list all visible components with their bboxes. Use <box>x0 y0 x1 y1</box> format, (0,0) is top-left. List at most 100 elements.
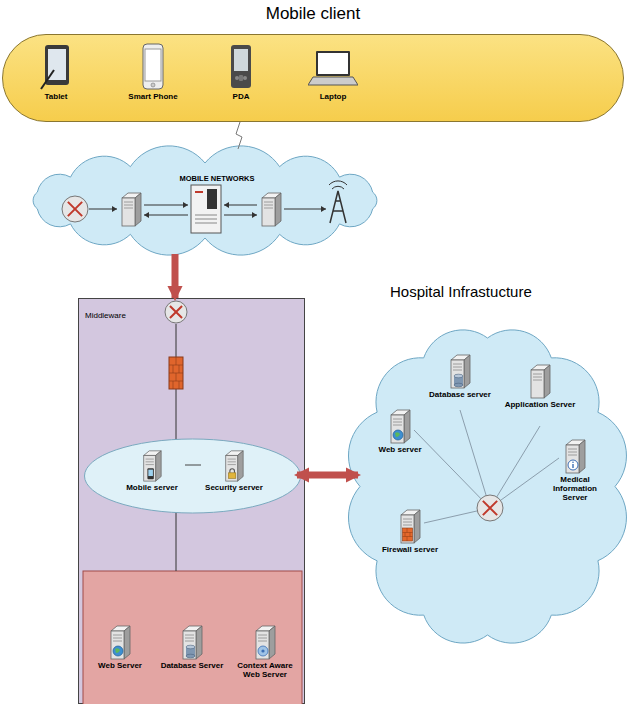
pda-icon-part <box>243 76 247 80</box>
middleware-inner-part <box>165 301 187 323</box>
server-node: Application Server <box>500 363 580 409</box>
server-icon-part <box>572 462 574 464</box>
icon-holder <box>365 408 435 444</box>
node-label: Laptop <box>293 92 373 101</box>
pda-icon-part <box>234 49 248 71</box>
group-heading: Hospital Infrastucture <box>390 283 532 300</box>
icon-holder <box>500 363 580 399</box>
icon-holder <box>211 43 271 91</box>
server-icon-part <box>256 631 269 659</box>
icon-holder <box>21 43 91 91</box>
server-icon-part <box>228 459 236 465</box>
server-icon-part <box>111 631 124 659</box>
laptop-icon-part <box>308 77 358 85</box>
smartphone-icon-part <box>151 83 155 87</box>
node-label: Security server <box>201 483 267 492</box>
server-icon-part <box>147 468 153 479</box>
server-icon-part <box>196 626 202 659</box>
cloud-shape-part <box>477 495 503 521</box>
server-node: Web Server <box>87 624 153 670</box>
hospital-cloud: Hospital InfrastuctureWeb serverDatabase… <box>340 318 635 655</box>
server-icon-part <box>403 528 413 541</box>
server-icon <box>388 408 412 444</box>
node-label: PDA <box>211 92 271 101</box>
server-icon-part <box>183 631 196 659</box>
cloud-shape-part <box>191 185 221 233</box>
icon-holder <box>293 43 373 91</box>
group-heading: Middleware <box>85 311 126 320</box>
cloud-shape-part <box>33 146 377 255</box>
server-icon <box>223 449 245 482</box>
icon-holder <box>420 353 500 389</box>
cloud-shape-part <box>414 410 559 523</box>
cloud-shape-part <box>321 206 326 212</box>
server-icon-part <box>226 455 238 481</box>
server-icon-part <box>403 519 412 525</box>
smartphone-icon <box>138 43 168 91</box>
cloud-shape-part <box>122 193 141 226</box>
server-node: Mobile server <box>119 449 185 492</box>
cloud-shape-part <box>330 191 346 223</box>
cloud-shape-part <box>275 193 281 226</box>
server-icon-part <box>113 646 123 656</box>
cloud-shape-part <box>144 212 149 218</box>
node-label: Smart Phone <box>115 92 191 101</box>
icon-holder <box>87 624 153 660</box>
server-node: Security server <box>201 449 267 492</box>
server-node: Medical Information Server <box>540 438 610 503</box>
group-heading: Mobile client <box>3 4 623 24</box>
tablet-icon-part <box>41 70 54 89</box>
server-icon-part <box>258 635 267 641</box>
node-label: Database Server <box>157 661 227 670</box>
cloud-shape <box>25 143 385 258</box>
server-icon-part <box>148 470 153 476</box>
pda-icon-part <box>239 75 243 81</box>
server-icon-part <box>115 648 120 653</box>
server-icon-part <box>533 374 542 380</box>
middleware-inner-part <box>165 301 187 323</box>
device: Tablet <box>21 43 91 101</box>
icon-holder <box>157 624 227 660</box>
cloud-shape-part <box>144 215 188 216</box>
server-icon-part <box>144 455 156 481</box>
server-icon-part <box>185 635 194 641</box>
cloud-shape-part <box>262 193 281 226</box>
server-icon <box>528 363 552 399</box>
client-band: Mobile clientTabletSmart PhonePDALaptop <box>2 34 624 122</box>
server-icon-part <box>454 383 463 387</box>
server-node: Database Server <box>157 624 227 670</box>
middleware-inner-part <box>85 439 301 513</box>
cloud-shape-part <box>122 198 135 226</box>
node-label: Medical Information Server <box>540 475 610 503</box>
cloud-shape-part <box>195 215 217 223</box>
server-icon-part <box>238 451 244 481</box>
server-icon-part <box>568 449 577 455</box>
cloud-shape-part <box>262 198 275 226</box>
server-icon-part <box>454 374 463 378</box>
lightning-link <box>236 122 242 149</box>
server-icon-part <box>156 451 162 481</box>
server-icon-part <box>391 415 404 443</box>
server-icon-part <box>261 649 264 652</box>
server-node: Database server <box>420 353 500 399</box>
node-label: Firewall server <box>375 545 445 554</box>
laptop-icon <box>308 43 358 91</box>
server-node: Web server <box>365 408 435 454</box>
flow-arrow <box>172 254 179 298</box>
server-icon <box>180 624 204 660</box>
server-icon-part <box>414 510 420 543</box>
node-label: Context Aware Web Server <box>229 661 301 679</box>
cloud-shape-part <box>191 185 221 233</box>
cloud-shape-part <box>477 495 503 521</box>
cloud-shape-part <box>195 191 203 193</box>
node-label: Application Server <box>500 400 580 409</box>
server-icon-part <box>229 473 236 479</box>
server-icon-part <box>544 365 550 398</box>
server-icon-part <box>566 445 579 473</box>
icon-holder <box>375 508 445 544</box>
middleware-box: MiddlewareMobile serverSecurity serverWe… <box>78 298 305 704</box>
server-link <box>185 465 201 466</box>
server-icon-part <box>401 515 414 543</box>
